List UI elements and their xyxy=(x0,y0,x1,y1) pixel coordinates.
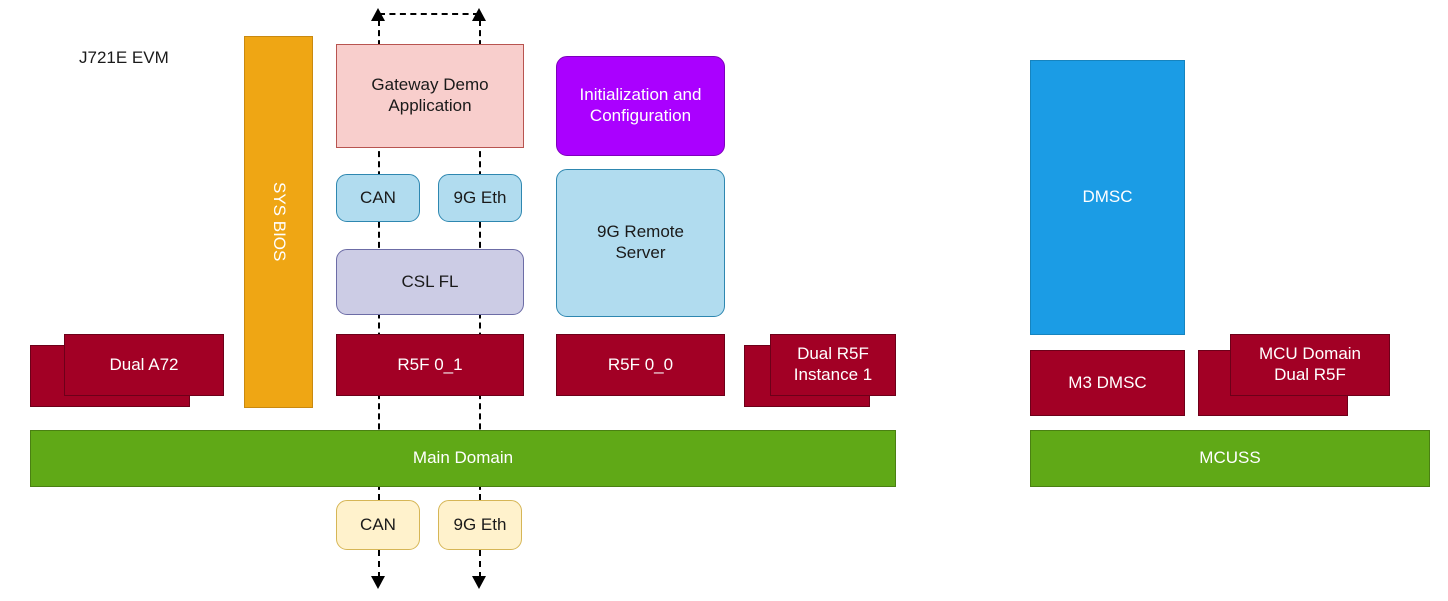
arrow-up-eth xyxy=(472,8,486,21)
main-domain-bar: Main Domain xyxy=(30,430,896,487)
connector-top-horizontal xyxy=(379,13,479,15)
m3-dmsc-box: M3 DMSC xyxy=(1030,350,1185,416)
mcuss-bar: MCUSS xyxy=(1030,430,1430,487)
sys-bios-bar: SYS BIOS xyxy=(244,36,313,408)
dmsc-box: DMSC xyxy=(1030,60,1185,335)
arrow-down-eth xyxy=(472,576,486,589)
connector-vertical-can-out xyxy=(378,550,380,578)
r5f-0-1-box: R5F 0_1 xyxy=(336,334,524,396)
gateway-demo-application-box: Gateway Demo Application xyxy=(336,44,524,148)
diagram-title: J721E EVM xyxy=(79,48,169,67)
initialization-and-configuration-box: Initialization and Configuration xyxy=(556,56,725,156)
connector-vertical-eth-out xyxy=(479,550,481,578)
r5f-0-0-box: R5F 0_0 xyxy=(556,334,725,396)
arrow-up-can xyxy=(371,8,385,21)
mcu-domain-dual-r5f-box: MCU Domain Dual R5F xyxy=(1230,334,1390,396)
dual-r5f-instance-1-box: Dual R5F Instance 1 xyxy=(770,334,896,396)
csl-fl-box: CSL FL xyxy=(336,249,524,315)
can-peripheral-box: CAN xyxy=(336,500,420,550)
arrow-down-can xyxy=(371,576,385,589)
dual-a72-box: Dual A72 xyxy=(64,334,224,396)
eth-driver-box: 9G Eth xyxy=(438,174,522,222)
eth-peripheral-box: 9G Eth xyxy=(438,500,522,550)
can-driver-box: CAN xyxy=(336,174,420,222)
remote-server-box: 9G Remote Server xyxy=(556,169,725,317)
